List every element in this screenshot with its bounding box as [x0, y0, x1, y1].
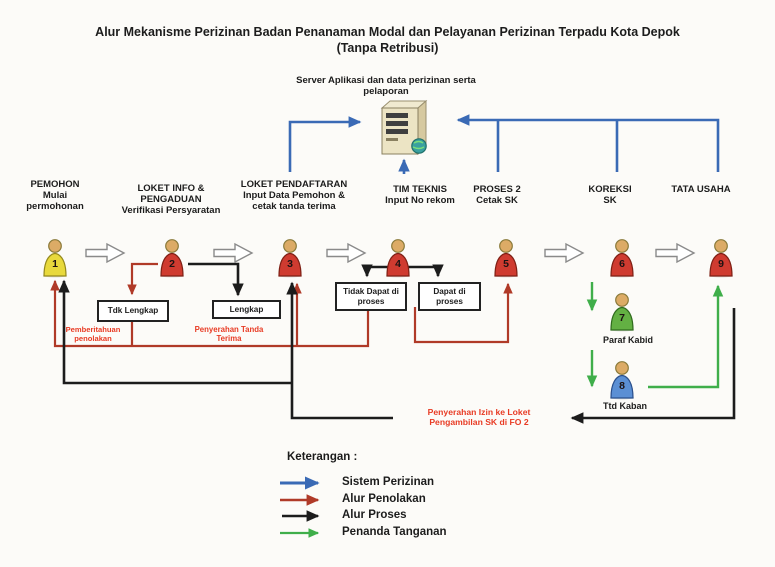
person-icon-5: 5 [489, 238, 523, 278]
arrow-p2-to-lengkap [188, 262, 244, 297]
person-number: 3 [287, 258, 293, 270]
person-number: 8 [619, 380, 625, 392]
arrow-dapat-diproses-to-proses2 [413, 282, 513, 344]
label-ttd-kaban: Ttd Kaban [603, 401, 647, 411]
legend-item-alur-penolakan: Alur Penolakan [342, 493, 426, 505]
person-icon-1: 1 [38, 238, 72, 278]
arrow-p2-to-tdk-lengkap [127, 262, 158, 296]
column-tata-usaha: TATA USAHA [671, 184, 731, 195]
person-number: 5 [503, 258, 509, 270]
legend-item-sistem-perizinan: Sistem Perizinan [342, 476, 435, 488]
person-glyph [494, 239, 518, 278]
person-icon-3: 3 [273, 238, 307, 278]
arrow-right-columns-to-server [456, 114, 720, 172]
person-glyph [160, 239, 184, 278]
gray-arrow-p6-p9 [655, 242, 696, 264]
box-tidak-dapat-diproses: Tidak Dapat di proses [335, 282, 407, 311]
legend-heading: Keterangan : [287, 451, 358, 463]
arrow-return-to-loket-pendaftaran [286, 281, 393, 420]
diagram-subtitle: (Tanpa Retribusi) [336, 41, 439, 55]
box-dapat-diproses: Dapat di proses [418, 282, 481, 311]
gray-arrow-p2-p3 [213, 242, 254, 264]
note-pemberitahuan-penolakan: Pemberitahuan penolakan [65, 325, 121, 344]
legend-item-alur-proses: Alur Proses [342, 509, 407, 521]
person-glyph [610, 239, 634, 278]
box-lengkap: Lengkap [212, 300, 281, 319]
person-icon-9: 9 [704, 238, 738, 278]
person-glyph [610, 361, 634, 400]
arrow-p4-to-tidak-dapat [361, 264, 389, 278]
arrow-loket-pendaftaran-to-server [288, 116, 362, 172]
note-penyerahan-izin: Penyerahan Izin ke Loket Pengambilan SK … [427, 407, 531, 428]
arrow-p4-to-dapat [407, 264, 444, 278]
person-number: 6 [619, 258, 625, 270]
box-tdk-lengkap: Tdk Lengkap [97, 300, 169, 322]
server-icon [380, 99, 428, 156]
legend-item-penanda-tanganan: Penanda Tanganan [342, 526, 447, 538]
person-number: 9 [718, 258, 724, 270]
person-icon-4: 4 [381, 238, 415, 278]
arrow-tata-usaha-return [570, 308, 736, 424]
arrow-ttd-kaban-to-tata-usaha [648, 284, 724, 389]
arrow-loket-to-pemohon [58, 279, 292, 385]
person-number: 7 [619, 312, 625, 324]
label-paraf-kabid: Paraf Kabid [602, 335, 653, 345]
gray-arrow-p1-p2 [85, 242, 126, 264]
gray-arrow-p5-p6 [544, 242, 585, 264]
person-icon-8: 8 [605, 360, 639, 400]
person-glyph [278, 239, 302, 278]
person-number: 2 [169, 258, 175, 270]
person-number: 4 [395, 258, 401, 270]
gray-arrow-p3-p4 [326, 242, 367, 264]
person-icon-2: 2 [155, 238, 189, 278]
person-glyph [709, 239, 733, 278]
note-penyerahan-tanda-terima: Penyerahan Tanda Terima [194, 325, 264, 344]
person-glyph [610, 293, 634, 332]
column-koreksi-sk: KOREKSI SK [588, 184, 632, 206]
person-icon-6: 6 [605, 238, 639, 278]
diagram-title: Alur Mekanisme Perizinan Badan Penanaman… [95, 25, 680, 39]
arrow-tidak-dapat-to-pemohon [50, 279, 370, 348]
person-glyph [386, 239, 410, 278]
person-glyph [43, 239, 67, 278]
person-number: 1 [52, 258, 58, 270]
server-label: Server Aplikasi dan data perizinan serta… [296, 75, 476, 97]
person-icon-7: 7 [605, 292, 639, 332]
